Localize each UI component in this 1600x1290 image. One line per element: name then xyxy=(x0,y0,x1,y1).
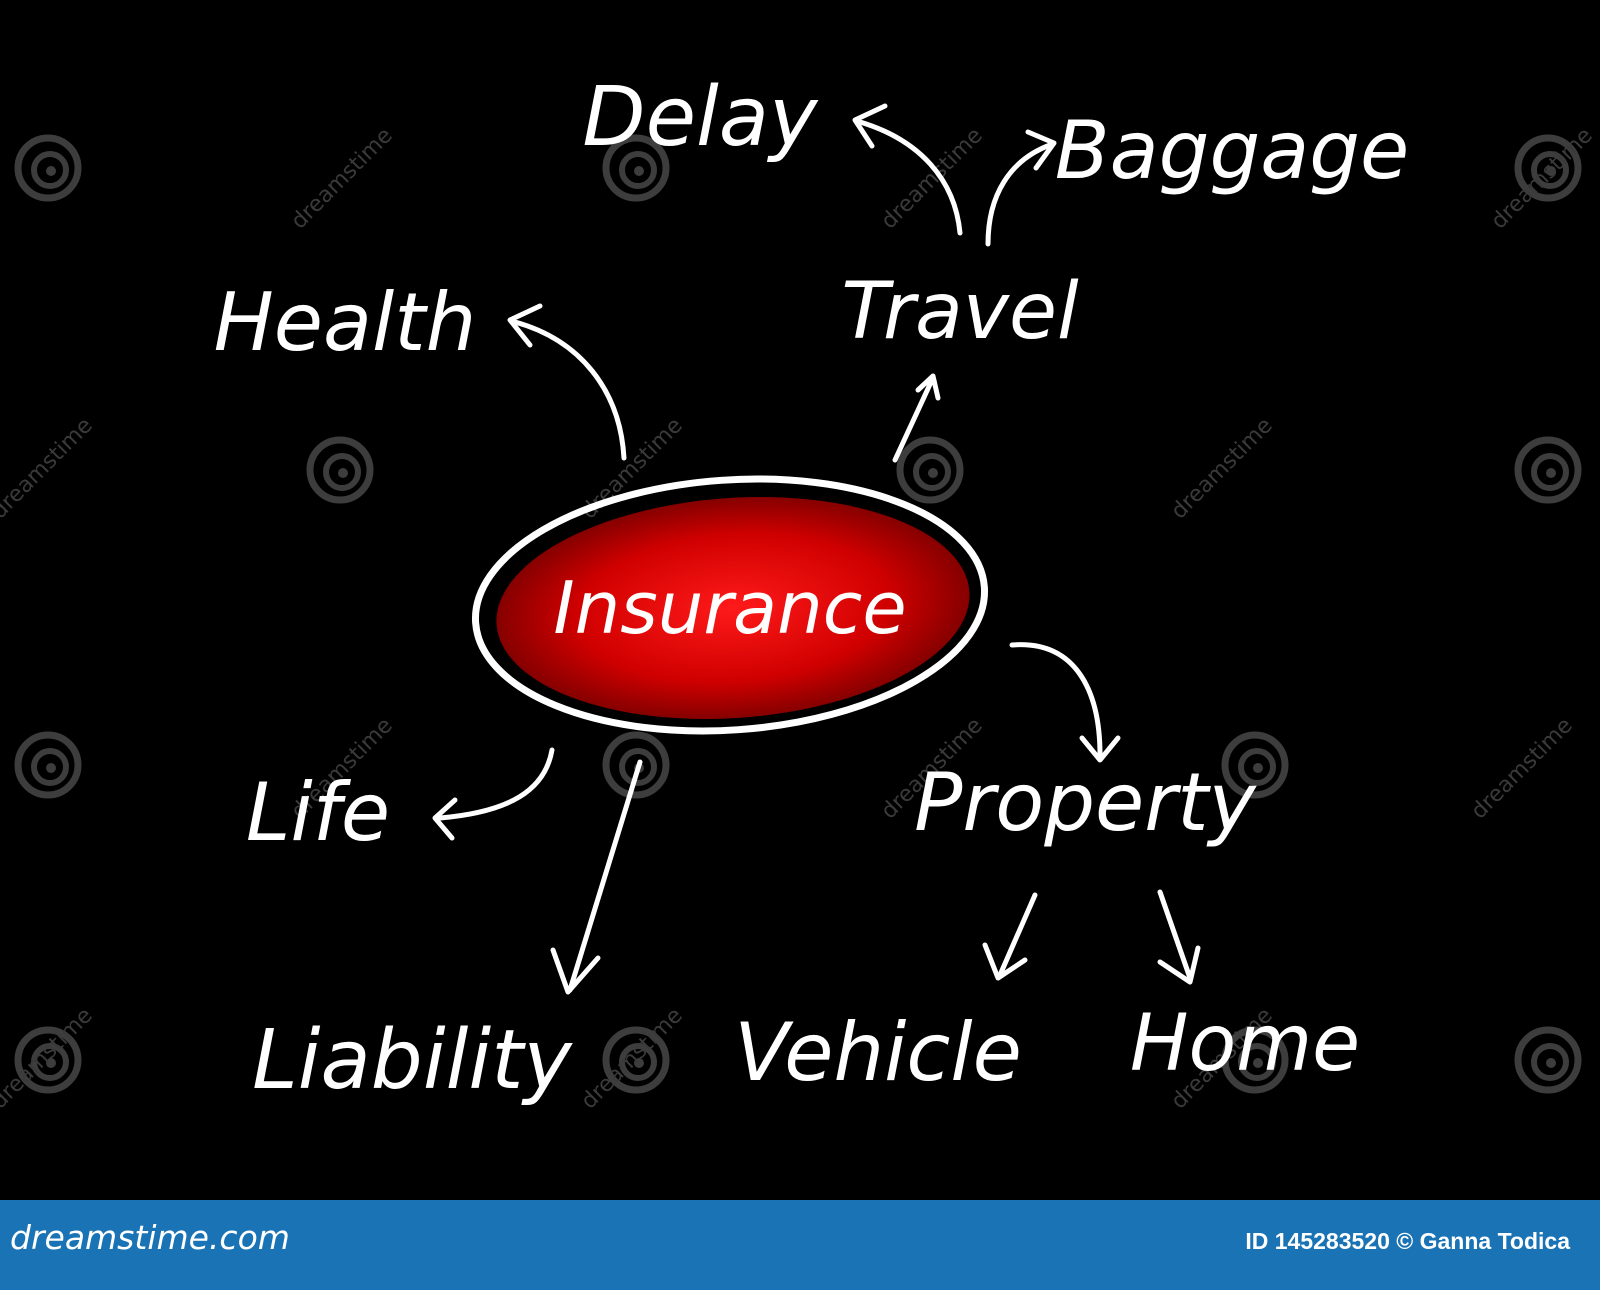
arrow-to-health xyxy=(512,319,627,461)
node-travel: Travel xyxy=(841,267,1079,357)
arrow-head-icon xyxy=(507,303,543,348)
node-vehicle: Vehicle xyxy=(734,1006,1022,1099)
arrow-to-travel xyxy=(892,377,935,463)
watermark-text: dreamstime xyxy=(877,123,988,234)
node-home: Home xyxy=(1130,999,1360,1089)
arrow-head-icon xyxy=(1157,945,1201,985)
node-delay: Delay xyxy=(582,70,819,165)
watermark-text: dreamstime xyxy=(1167,413,1278,524)
watermark-text: dreamstime xyxy=(0,413,98,524)
center-node-fill xyxy=(496,497,970,719)
node-property: Property xyxy=(914,756,1257,849)
arrow-head-icon xyxy=(1079,735,1121,763)
arrow-head-icon xyxy=(982,942,1028,981)
node-life: Life xyxy=(246,766,390,859)
watermark-spiral-icon xyxy=(18,138,78,198)
arrow-to-life xyxy=(437,747,555,821)
arrow-head-icon xyxy=(432,797,458,841)
watermark-spiral-icon xyxy=(606,735,666,795)
arrow-to-property xyxy=(1009,642,1103,758)
watermark-spiral-icon xyxy=(18,735,78,795)
arrow-head-icon xyxy=(1025,129,1057,171)
watermark-spiral-icon xyxy=(1518,1030,1578,1090)
center-node-outline xyxy=(471,475,989,735)
center-node: Insurance xyxy=(471,475,989,735)
center-node-label: Insurance xyxy=(553,566,906,650)
footer-credit-text: ID 145283520 © Ganna Todica xyxy=(1245,1228,1570,1254)
footer-brand-logo: dreamstime.com xyxy=(10,1218,290,1257)
watermark-spiral-icon xyxy=(1518,440,1578,500)
mind-map-diagram: dreamstime dreamstime dreamstime dreamst… xyxy=(0,70,1598,1114)
stock-footer-bar: dreamstime.com ID 145283520 © Ganna Todi… xyxy=(0,1200,1600,1290)
arrow-to-vehicle xyxy=(997,892,1038,978)
watermark-spiral-icon xyxy=(900,440,960,500)
arrow-head-icon xyxy=(915,373,941,401)
node-baggage: Baggage xyxy=(1055,104,1410,197)
node-health: Health xyxy=(214,276,477,369)
watermark-text: dreamstime xyxy=(287,123,398,234)
watermark-spiral-icon xyxy=(310,440,370,500)
arrow-head-icon xyxy=(550,947,601,995)
mind-map-canvas: dreamstime dreamstime dreamstime dreamst… xyxy=(0,70,1598,1114)
arrow-head-icon xyxy=(852,103,888,149)
watermark-text: dreamstime xyxy=(1467,713,1578,824)
arrow-to-home xyxy=(1157,889,1193,981)
arrow-to-baggage xyxy=(985,142,1053,247)
watermark-text: dreamstime xyxy=(577,1003,688,1114)
arrow-to-liability xyxy=(567,759,643,993)
node-liability: Liability xyxy=(252,1013,573,1108)
arrow-to-delay xyxy=(857,119,963,236)
connectors xyxy=(432,103,1201,995)
